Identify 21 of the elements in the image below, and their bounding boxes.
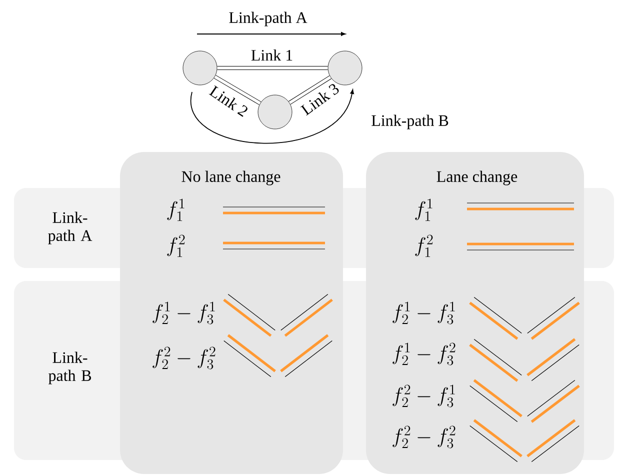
edge-label: Link 2 [208, 85, 248, 117]
circle-node [182, 50, 218, 86]
link-line [217, 66, 328, 70]
flow-formula: $f_1^1$ [167, 198, 184, 221]
circle-node [258, 94, 292, 130]
flow-formula: $f_2^2 - f_3^1$ [392, 384, 455, 408]
flow-formula: $f_2^2 - f_3^2$ [392, 426, 456, 448]
link-line [214, 74, 262, 106]
flow-formula: $f_1^1$ [415, 198, 432, 221]
link-line [288, 75, 332, 105]
path-label: Link-path A [229, 12, 308, 26]
edge-label: Link 3 [300, 84, 339, 116]
flow-formula: $f_2^1 - f_3^1$ [152, 302, 215, 324]
flow-formula: $f_2^2 - f_3^2$ [152, 346, 216, 370]
edge-label: Link 1 [251, 49, 292, 61]
flow-formula: $f_1^2$ [167, 234, 185, 257]
flow-formula: $f_2^1 - f_3^1$ [392, 302, 455, 324]
path-label: Link-path B [372, 114, 448, 130]
circle-node [328, 50, 362, 86]
flow-formula: $f_2^1 - f_3^2$ [392, 342, 456, 366]
flow-formula: $f_1^2$ [415, 234, 433, 257]
